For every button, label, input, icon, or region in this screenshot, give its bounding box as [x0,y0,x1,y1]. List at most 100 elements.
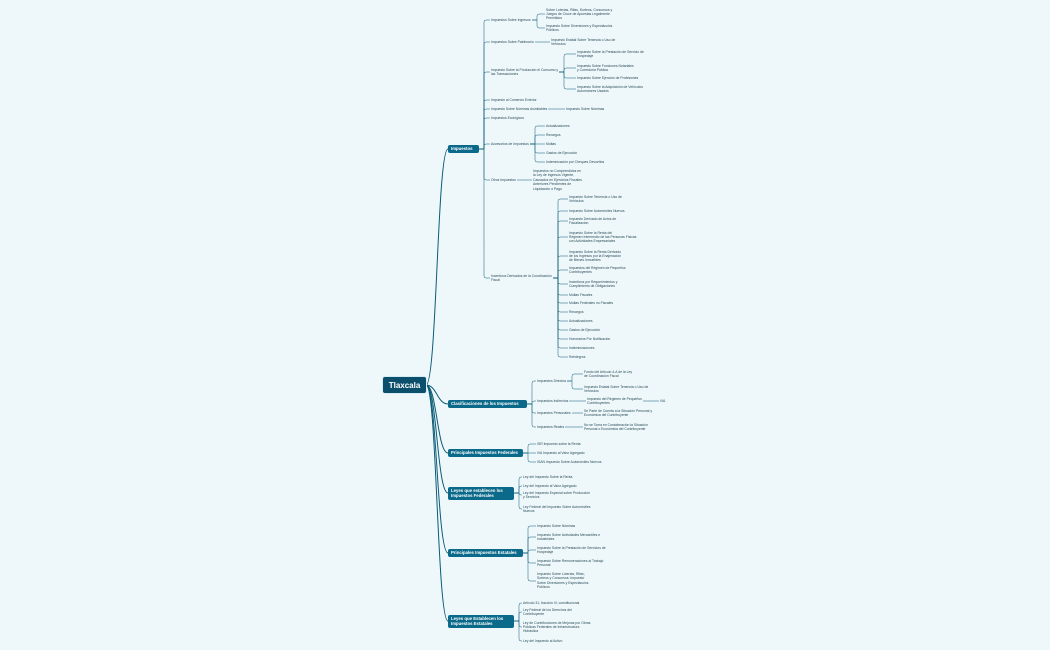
leaf-0-8-1[interactable]: Impuesto Sobre Automóviles Nuevos [569,209,625,213]
leaf-0-8-7[interactable]: Multas Fiscales [569,293,593,297]
subtopic-2-1[interactable]: IVA Impuesto al Valor Agregado [537,451,585,455]
root-topic[interactable]: Tlaxcala [383,377,426,393]
subtopic-4-3[interactable]: Impuesto Sobre Remuneraciones al Trabajo… [537,558,604,567]
connector-0-8-11 [553,277,568,331]
subtopic-0-7[interactable]: Otros Impuestos [491,178,516,182]
leaf-0-6-2[interactable]: Multas [546,142,556,146]
leaf-0-2-1[interactable]: Impuesto Sobre Funciones Notariales y Co… [577,63,634,72]
leaf-0-6-1[interactable]: Recargos [546,133,561,137]
connector-0-6 [479,143,490,150]
connector-0-8-14 [553,277,568,358]
subtopic-3-1[interactable]: Ley del Impuesto al Valor Agregado [523,484,577,488]
leaf-0-8-9[interactable]: Recargos [569,310,584,314]
connector-5-0 [514,602,522,622]
subtopic-1-0[interactable]: Impuestos Directos [537,379,567,383]
connector-0-0 [479,19,490,150]
leaf-0-8-4[interactable]: Impuesto Sobre la Renta Derivado de los … [569,249,622,263]
subtopic-3-2[interactable]: Ley del Impuesto Especial sobre Producci… [523,490,590,499]
main-topic-3[interactable]: Leyes que establecen los Impuestos Feder… [448,486,514,500]
subtopic-0-4[interactable]: Impuesto Sobre Nóminas Asimilables [491,107,548,111]
connector-0-6-0 [530,125,545,145]
subtopic-3-0[interactable]: Ley del Impuesto Sobre la Renta [523,475,573,479]
subtopic-4-4[interactable]: Impuesto Sobre Loterías, Rifas, Sorteos … [537,572,589,590]
subtopic-4-1[interactable]: Impuesto Sobre Actividades Mercantiles e… [537,532,601,541]
connector-3-1 [514,485,522,494]
connector-2-2 [523,452,536,463]
subtopic-5-1[interactable]: Ley Federal de los Derechos del Contribu… [523,607,572,616]
subtopic-3-3[interactable]: Ley Federal del Impuesto Sobre Automóvil… [523,504,591,513]
connector-0-2-1 [559,67,576,73]
connector-1-0 [527,380,536,405]
subtopic-4-2[interactable]: Impuesto Sobre la Prestación de Servicio… [537,545,606,554]
leaf-0-8-5[interactable]: Impuestos del Régimen de Pequeños Contri… [569,265,626,274]
subtopic-0-3[interactable]: Impuesto al Comercio Exterior [491,98,537,102]
subtopic-0-2[interactable]: Impuesto Sobre la Producción el Consumo … [491,67,559,76]
connector-4-2 [523,549,536,554]
leaf-0-1-0[interactable]: Impuesto Estatal Sobre Tenencia o Uso de… [551,37,616,46]
leaf-1-2-0[interactable]: Se Parte de Cuenta a la Situación Person… [584,408,653,417]
connector-0-1 [479,41,490,150]
connector-0-2-2 [559,71,576,79]
main-topic-2[interactable]: Principales Impuestos Federales [448,449,523,457]
leaf-0-2-3[interactable]: Impuesto Sobre la Adquisición de Vehícul… [577,84,643,93]
subtopic-4-0[interactable]: Impuesto Sobre Nóminas [537,524,576,528]
root-connector-3 [425,384,449,494]
leaf-0-0-0[interactable]: Sobre Loterías, Rifas, Sorteos, Concurso… [546,7,613,21]
main-topic-5[interactable]: Leyes que Establecen los Impuestos Estat… [448,614,514,628]
connector-0-8-8 [553,277,568,304]
leaf-0-6-4[interactable]: Indemnización por Cheques Devueltos [546,160,605,164]
root-connector-4 [425,384,449,554]
leaf-0-8-11[interactable]: Gastos de Ejecución [569,328,601,332]
leaf-1-0-0[interactable]: Fondo del Artículo 4-A de la Ley de Coor… [584,369,633,378]
connector-1-1 [527,400,536,405]
subtopic-1-3[interactable]: Impuestos Reales [537,425,565,429]
main-topic-4[interactable]: Principales Impuestos Estatales [448,549,523,557]
connector-1-0-0 [567,373,583,382]
leaf-0-2-0[interactable]: Impuesto Sobre la Prestación de Servicio… [577,49,644,58]
leaf-0-8-0[interactable]: Impuesto Sobre Tenencia o Uso de Vehícul… [569,194,622,203]
root-connector-0 [425,148,449,386]
leaf-0-8-2[interactable]: Impuesto Derivado de Actos de Fiscalizac… [569,216,617,225]
leaf-0-8-13[interactable]: Indemnizaciones [569,346,595,350]
subtopic-2-0[interactable]: ISR Impuesto sobre la Renta [537,442,581,446]
leaf-1-3-0[interactable]: No se Toma en Consideración la Situación… [584,422,648,431]
leaf-1-0-1[interactable]: Impuesto Estatal Sobre Tenencia o Uso de… [584,384,649,393]
subtopic-0-5[interactable]: Impuestos Ecológicos [491,116,524,120]
connector-0-8-6 [553,277,568,285]
subtopic-5-2[interactable]: Ley de Contribuciones de Mejoras por Obr… [523,620,591,634]
leaf-0-8-8[interactable]: Multas Federales no Fiscales [569,301,614,305]
connector-0-2 [479,71,490,150]
connector-5-3 [514,620,522,642]
connector-3-0 [514,476,522,494]
subtopic-0-8[interactable]: Incentivos Derivados de la Coordinación … [491,273,552,282]
leaf-0-8-12[interactable]: Honorarios Por Notificación [569,337,611,341]
leaf-0-8-10[interactable]: Actualizaciones [569,319,593,323]
root-connector-5 [425,384,449,622]
main-topic-0[interactable]: Impuestos [448,145,479,153]
leaf-0-8-6[interactable]: Incentivos por Requerimientos y Cumplimi… [569,279,618,288]
connector-3-3 [514,492,522,510]
subtopic-5-3[interactable]: Ley del Impuesto al Activo [523,639,563,643]
leaf-0-6-3[interactable]: Gastos de Ejecución [546,151,578,155]
main-topic-1[interactable]: Clasificaciones de los Impuestos [448,400,527,408]
connector-4-4 [523,552,536,582]
subtopic-0-0[interactable]: Impuestos Sobre Ingresos [491,18,531,22]
leaf-0-8-14[interactable]: Reintegros [569,355,586,359]
subtopic-2-2[interactable]: ISAN Impuesto Sobre Automóviles Nuevos [537,460,602,464]
leaf-0-7-0[interactable]: Impuestos no Comprendidos en la Ley de I… [533,169,582,191]
leaf-0-2-2[interactable]: Impuesto Sobre Ejercicio de Profesiones [577,76,639,80]
subtopic-0-1[interactable]: Impuestos Sobre Patrimonio [491,40,534,44]
connector-5-1 [514,611,522,622]
subtopic-0-6[interactable]: Accesorios de Impuestos [491,142,529,146]
connector-0-0-0 [532,13,545,21]
leaf-1-1-0[interactable]: Impuesto del Régimen de Pequeños Contrib… [587,396,642,405]
leaf-0-0-1[interactable]: Impuesto Sobre Diversiones y Espectáculo… [546,23,613,32]
leaf-1-1-0-0[interactable]: IVA [660,399,666,403]
subtopic-5-0[interactable]: Artículo 31, fracción IV, constitucional [523,601,580,605]
connector-0-2-0 [559,53,576,73]
subtopic-1-1[interactable]: Impuestos Indirectos [537,399,569,403]
subtopic-1-2[interactable]: Impuestos Personales [537,411,571,415]
leaf-0-8-3[interactable]: Impuesto Sobre la Renta del Régimen Inte… [569,230,637,244]
leaf-0-6-0[interactable]: Actualizaciones [546,124,570,128]
leaf-0-4-0[interactable]: Impuesto Sobre Nóminas [566,107,605,111]
